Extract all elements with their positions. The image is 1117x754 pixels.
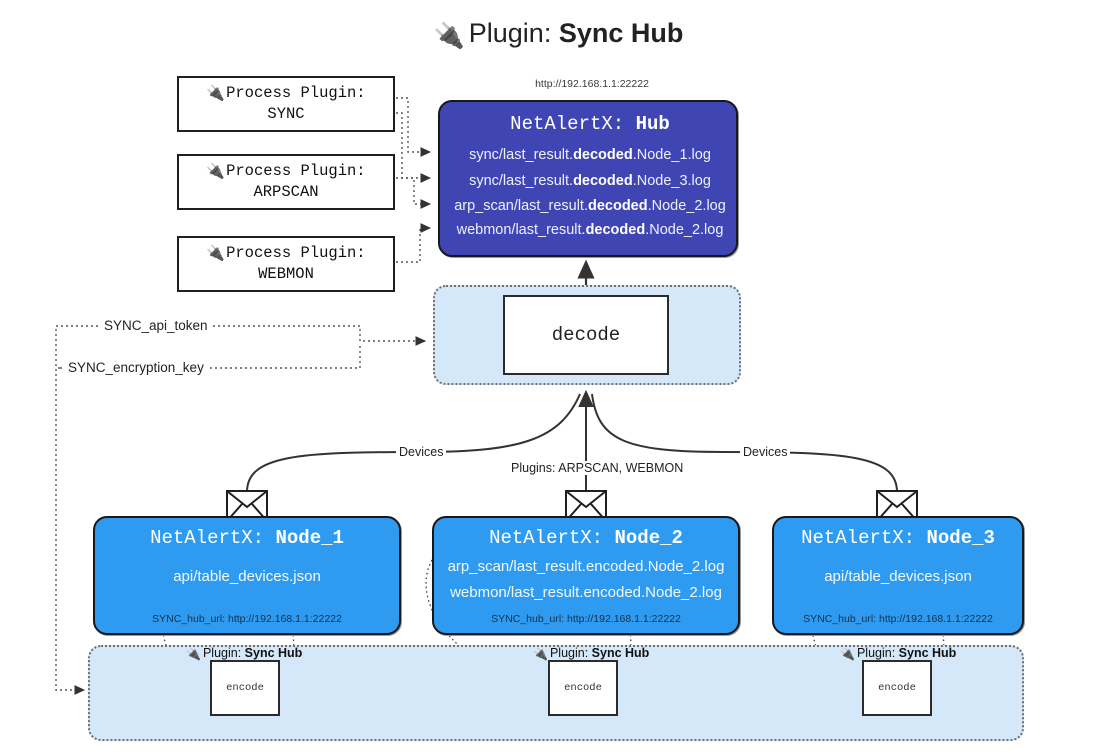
hub-name: Hub — [635, 113, 670, 135]
hub-log-line: webmon/last_result.decoded.Node_2.log — [440, 222, 740, 238]
log-suffix: .Node_1.log — [632, 147, 711, 163]
band-name: Sync Hub — [898, 646, 957, 660]
encode-box-3[interactable]: encode — [862, 660, 932, 716]
process-plugin-webmon[interactable]: 🔌Process Plugin: WEBMON — [177, 236, 395, 292]
band-prefix: Plugin: — [549, 646, 589, 660]
node-file: webmon/last_result.encoded.Node_2.log — [450, 584, 722, 601]
title-prefix: Plugin: — [468, 18, 552, 48]
node-name: Node_2 — [614, 527, 683, 549]
band-name: Sync Hub — [244, 646, 303, 660]
band-prefix: Plugin: — [856, 646, 896, 660]
edge-label-devices-right: Devices — [740, 445, 791, 459]
node-file: api/table_devices.json — [824, 568, 972, 585]
edge-label-plugins: Plugins: ARPSCAN, WEBMON — [508, 461, 687, 475]
log-prefix: webmon/last_result. — [456, 222, 586, 238]
node-app: NetAlertX: — [150, 527, 265, 549]
plug-icon: 🔌 — [186, 647, 201, 661]
decode-box[interactable]: decode — [503, 295, 669, 375]
log-emphasis: decoded — [585, 222, 646, 238]
process-plugin-name: WEBMON — [258, 265, 314, 284]
process-plugin-sync[interactable]: 🔌Process Plugin: SYNC — [177, 76, 395, 132]
band-name: Sync Hub — [591, 646, 650, 660]
node-3[interactable]: NetAlertX: Node_3 api/table_devices.json… — [772, 516, 1024, 635]
hub-log-line: sync/last_result.decoded.Node_1.log — [440, 147, 740, 163]
process-plugin-label: Process Plugin: — [226, 244, 366, 263]
log-emphasis: decoded — [573, 173, 633, 189]
band-prefix: Plugin: — [202, 646, 242, 660]
hub-url: http://192.168.1.1:22222 — [535, 78, 649, 90]
node-file: api/table_devices.json — [173, 568, 321, 585]
hub-app: NetAlertX: — [510, 113, 625, 135]
node-app: NetAlertX: — [801, 527, 916, 549]
node-config: SYNC_hub_url: http://192.168.1.1:22222 — [491, 613, 681, 625]
config-api-token: SYNC_api_token — [100, 318, 212, 333]
node-app: NetAlertX: — [489, 527, 604, 549]
encode-box-1[interactable]: encode — [210, 660, 280, 716]
process-plugin-label: Process Plugin: — [226, 162, 366, 181]
log-prefix: arp_scan/last_result. — [454, 198, 588, 214]
plug-icon: 🔌 — [533, 647, 548, 661]
plug-icon: 🔌 — [840, 647, 855, 661]
hub-log-line: sync/last_result.decoded.Node_3.log — [440, 173, 740, 189]
band-plugin-label-1: 🔌Plugin: Sync Hub — [186, 646, 302, 661]
encode-box-2[interactable]: encode — [548, 660, 618, 716]
config-encryption-key: SYNC_encryption_key — [64, 360, 208, 375]
node-name: Node_3 — [926, 527, 995, 549]
plug-icon: 🔌 — [206, 163, 226, 181]
band-plugin-label-2: 🔌Plugin: Sync Hub — [533, 646, 649, 661]
hub-title: NetAlertX: Hub — [440, 113, 740, 135]
process-plugin-arpscan[interactable]: 🔌Process Plugin: ARPSCAN — [177, 154, 395, 210]
plug-icon: 🔌 — [206, 245, 226, 263]
node-config: SYNC_hub_url: http://192.168.1.1:22222 — [803, 613, 993, 625]
page-title: 🔌Plugin: Sync Hub — [0, 18, 1117, 51]
plug-icon: 🔌 — [433, 22, 465, 50]
hub-log-line: arp_scan/last_result.decoded.Node_2.log — [440, 198, 740, 214]
process-plugin-label: Process Plugin: — [226, 84, 366, 103]
process-plugin-name: SYNC — [267, 105, 305, 124]
log-emphasis: decoded — [573, 147, 633, 163]
node-title: NetAlertX: Node_2 — [434, 527, 738, 549]
node-1[interactable]: NetAlertX: Node_1 api/table_devices.json… — [93, 516, 401, 635]
process-plugin-name: ARPSCAN — [253, 183, 319, 202]
log-suffix: .Node_2.log — [645, 222, 724, 238]
log-prefix: sync/last_result. — [469, 147, 574, 163]
log-prefix: sync/last_result. — [469, 173, 574, 189]
node-title: NetAlertX: Node_1 — [95, 527, 399, 549]
log-emphasis: decoded — [587, 198, 648, 214]
node-title: NetAlertX: Node_3 — [774, 527, 1022, 549]
node-2[interactable]: NetAlertX: Node_2 arp_scan/last_result.e… — [432, 516, 740, 635]
node-name: Node_1 — [275, 527, 344, 549]
title-name: Sync Hub — [558, 18, 684, 48]
log-suffix: .Node_2.log — [647, 198, 726, 214]
band-plugin-label-3: 🔌Plugin: Sync Hub — [840, 646, 956, 661]
hub-node[interactable]: NetAlertX: Hub sync/last_result.decoded.… — [438, 100, 738, 257]
node-file: arp_scan/last_result.encoded.Node_2.log — [447, 558, 725, 575]
log-suffix: .Node_3.log — [632, 173, 711, 189]
edge-label-devices-left: Devices — [396, 445, 447, 459]
plug-icon: 🔌 — [206, 85, 226, 103]
node-config: SYNC_hub_url: http://192.168.1.1:22222 — [152, 613, 342, 625]
